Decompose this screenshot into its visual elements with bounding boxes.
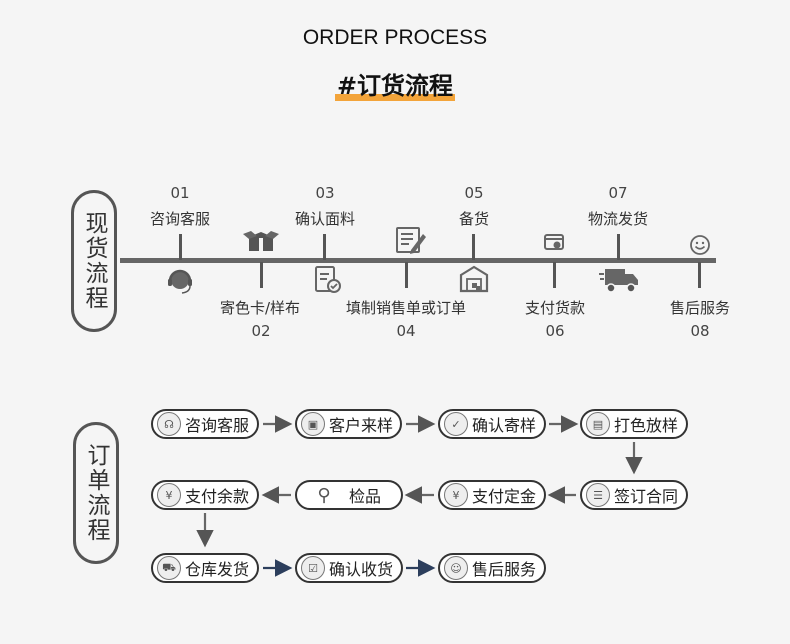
check-icon: ✓	[444, 412, 468, 436]
order-step-client-sample: ▣客户来样	[295, 409, 402, 439]
order-step-label: 售后服务	[472, 560, 537, 579]
stock-process-label: 现货流程	[71, 190, 117, 332]
confirm-document-icon	[315, 266, 341, 293]
order-step-label: 确认收货	[329, 560, 394, 579]
step-03-label: 确认面料	[294, 210, 355, 228]
step-01-number: 01	[170, 184, 190, 202]
step-03-number: 03	[315, 184, 335, 202]
order-process-label: 订单流程	[73, 422, 119, 564]
box-icon: ▣	[301, 412, 325, 436]
warehouse-icon	[459, 265, 489, 293]
order-step-label: 客户来样	[329, 416, 394, 435]
search-icon: ⚲	[317, 484, 331, 506]
smile-icon	[690, 235, 710, 255]
step-06-number: 06	[545, 322, 565, 340]
edit-document-icon	[396, 227, 426, 254]
yen-icon: ¥	[157, 483, 181, 507]
order-step-ship: ⛟仓库发货	[151, 553, 259, 583]
step-06-tick	[553, 262, 556, 288]
step-05-tick	[472, 234, 475, 260]
step-07-tick	[617, 234, 620, 260]
order-step-pay-deposit: ¥支付定金	[438, 480, 546, 510]
truck-icon: ⛟	[157, 556, 181, 580]
customer-service-icon: ☊	[157, 412, 181, 436]
order-step-after-sales: ☺售后服务	[438, 553, 546, 583]
order-step-label: 支付余款	[185, 487, 250, 506]
step-02-number: 02	[251, 322, 271, 340]
step-04-tick	[405, 262, 408, 288]
order-step-inspection: ⚲ 检品	[295, 480, 403, 510]
order-step-label: 签订合同	[614, 487, 679, 506]
order-step-consult: ☊咨询客服	[151, 409, 259, 439]
step-05-number: 05	[464, 184, 484, 202]
step-01-label: 咨询客服	[149, 210, 210, 228]
step-01-tick	[179, 234, 182, 260]
order-step-label: 咨询客服	[185, 416, 250, 435]
confirm-document-icon: ☑	[301, 556, 325, 580]
chinese-title-wrap: #订货流程	[0, 66, 790, 101]
order-step-color-sample: ▤打色放样	[580, 409, 688, 439]
order-step-label: 仓库发货	[185, 560, 250, 579]
step-02-tick	[260, 262, 263, 288]
order-step-confirm-send: ✓确认寄样	[438, 409, 546, 439]
order-step-label: 确认寄样	[472, 416, 537, 435]
step-02-label: 寄色卡/样布	[219, 299, 301, 317]
contract-icon: ☰	[586, 483, 610, 507]
order-step-label: 支付定金	[472, 487, 537, 506]
step-04-number: 04	[396, 322, 416, 340]
timeline-line	[120, 258, 716, 263]
customer-service-icon	[168, 269, 192, 294]
step-08-label: 售后服务	[669, 299, 730, 317]
step-03-tick	[323, 234, 326, 260]
order-step-sign-contract: ☰签订合同	[580, 480, 688, 510]
color-sample-icon: ▤	[586, 412, 610, 436]
step-08-tick	[698, 262, 701, 288]
order-step-confirm-receipt: ☑确认收货	[295, 553, 403, 583]
step-05-label: 备货	[458, 210, 489, 228]
order-step-label: 打色放样	[614, 416, 679, 435]
step-06-label: 支付货款	[524, 299, 585, 317]
payment-icon	[544, 234, 564, 250]
order-process-label-text: 订单流程	[83, 443, 109, 543]
yen-icon: ¥	[444, 483, 468, 507]
smile-icon: ☺	[444, 556, 468, 580]
box-icon	[243, 231, 279, 251]
step-07-number: 07	[608, 184, 628, 202]
english-title: ORDER PROCESS	[302, 26, 488, 49]
order-step-pay-balance: ¥支付余款	[151, 480, 259, 510]
chinese-title-text: #订货流程	[336, 72, 454, 100]
step-08-number: 08	[690, 322, 710, 340]
order-step-label: 检品	[349, 487, 382, 506]
truck-icon	[599, 269, 638, 293]
chinese-title: #订货流程	[334, 66, 456, 101]
step-07-label: 物流发货	[587, 210, 648, 228]
step-04-label: 填制销售单或订单	[345, 299, 466, 317]
stock-process-label-text: 现货流程	[81, 211, 107, 311]
